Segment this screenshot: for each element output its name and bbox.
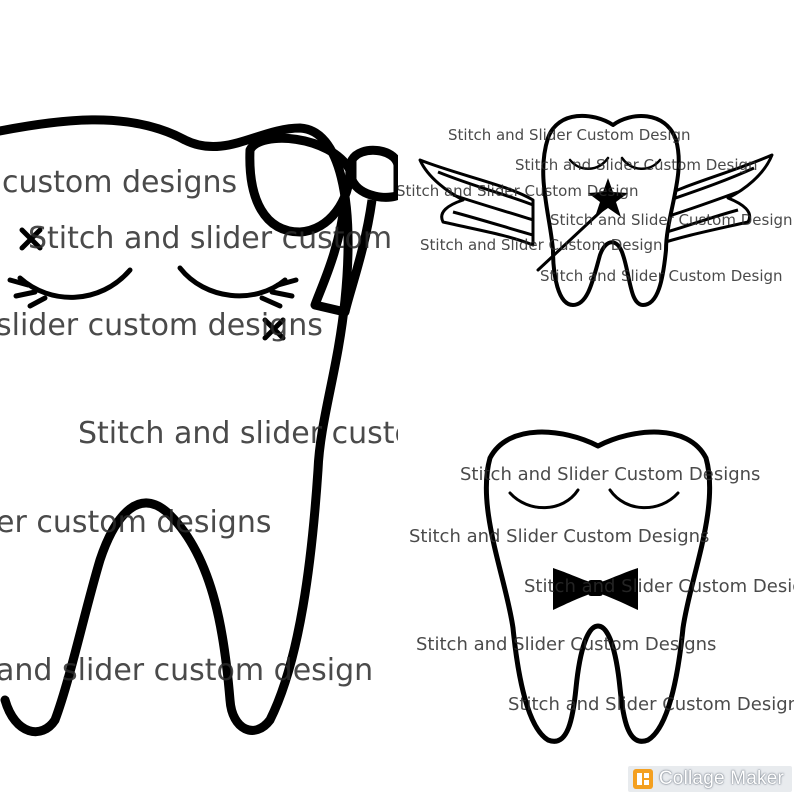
winged-tooth-artwork: Stitch and Slider Custom Design Stitch a… — [398, 113, 793, 307]
watermark-text: Stitch and Slider Custom Design — [540, 267, 783, 285]
closed-eyes — [508, 488, 680, 510]
watermark-text: Stitch and Slider Custom Design — [398, 182, 639, 200]
watermark-text: Stitch and slider custom — [78, 416, 398, 451]
watermark-text: Stitch and slider custom — [28, 221, 392, 256]
watermark-text: custom designs — [2, 165, 237, 200]
watermark-text: Stitch and Slider Custom Design — [550, 211, 793, 229]
sparkle-icon — [19, 227, 286, 341]
bow-icon — [245, 133, 398, 317]
watermark-text: slider custom designs — [0, 308, 323, 343]
tooth-outline — [541, 113, 681, 307]
tooth-outline — [0, 115, 353, 737]
tooth-bow-artwork: custom designs Stitch and slider custom … — [0, 115, 398, 737]
watermark-text: Stitch and Slider Custom Design — [448, 126, 691, 144]
watermark-text: and slider custom design — [0, 653, 373, 688]
watermark-layer: Stitch and Slider Custom Design Stitch a… — [398, 126, 793, 285]
star-wand-icon — [536, 178, 628, 272]
watermark-text: Stitch and Slider Custom Designs — [416, 634, 716, 655]
watermark-text: Stitch and Slider Custom Designs — [524, 576, 794, 597]
collage-maker-badge: Collage Maker — [627, 766, 792, 792]
panel-bowtie-tooth: Stitch and Slider Custom Designs Stitch … — [398, 398, 794, 794]
watermark-text: Stitch and Slider Custom Design — [515, 156, 758, 174]
watermark-text: Stitch and Slider Custom Designs — [460, 464, 760, 485]
watermark-text: Stitch and Slider Custom Designs — [409, 526, 709, 547]
panel-winged-tooth: Stitch and Slider Custom Design Stitch a… — [398, 0, 794, 398]
bowtie-tooth-artwork: Stitch and Slider Custom Designs Stitch … — [409, 429, 794, 744]
watermark-text: Stitch and Slider Custom Designs — [508, 694, 794, 715]
tooth-outline — [483, 429, 713, 744]
watermark-text: er custom designs — [0, 505, 272, 540]
closed-eyes — [568, 156, 662, 170]
collage-grid-icon — [632, 769, 653, 789]
panel-tooth-with-bow: custom designs Stitch and slider custom … — [0, 115, 398, 737]
bow-tie-icon — [553, 568, 638, 610]
watermark-layer: custom designs Stitch and slider custom … — [0, 165, 398, 688]
watermark-text: Stitch and Slider Custom Design — [420, 236, 663, 254]
closed-eyes — [7, 265, 299, 309]
watermark-layer: Stitch and Slider Custom Designs Stitch … — [409, 464, 794, 715]
collage-maker-label: Collage Maker — [658, 768, 784, 789]
